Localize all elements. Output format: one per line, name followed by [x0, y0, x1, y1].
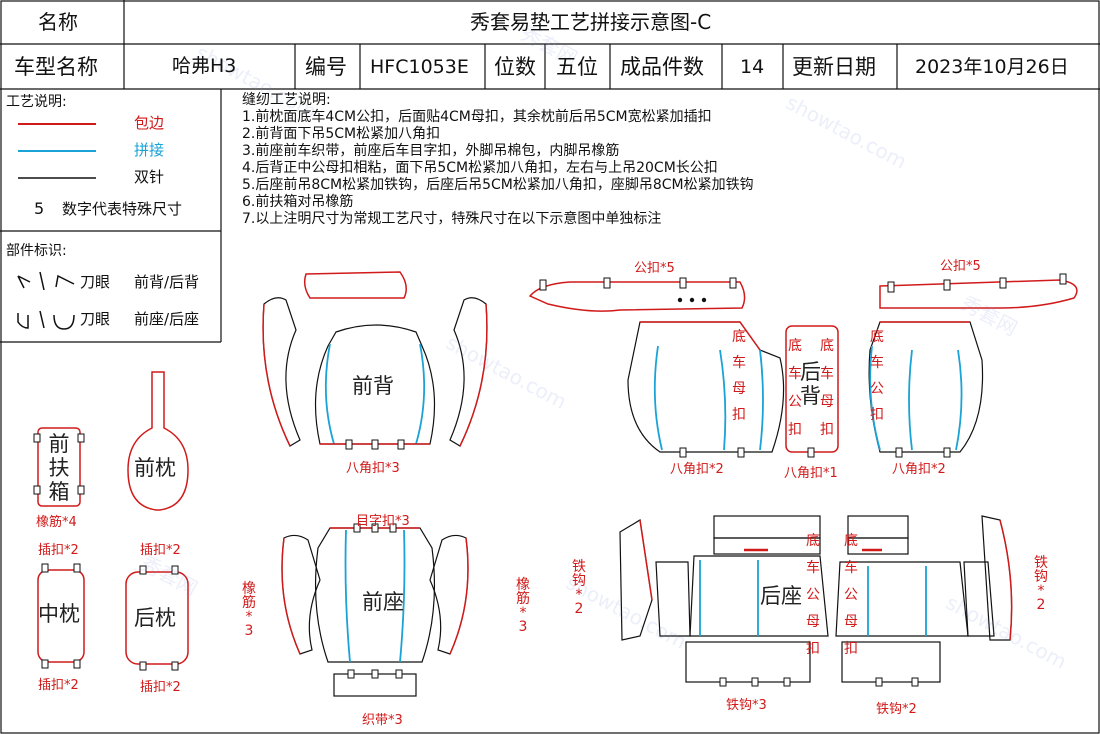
- rear-back-top-strips: [528, 273, 1078, 312]
- sewing-line-6: 6.前扶箱对吊橡筋: [242, 194, 354, 210]
- front-back-label: 前背: [352, 374, 394, 398]
- parts-title: 部件标识:: [6, 243, 67, 259]
- sewing-line-2: 2.前背面下吊5CM松紧加八角扣: [242, 126, 441, 142]
- rear-headrest-piece: [125, 565, 189, 671]
- front-armrest-label: 前扶箱: [48, 432, 70, 504]
- iron-hook-bottom-left-note: 铁钩*3: [726, 698, 767, 713]
- rear-seat-right-piece: [835, 515, 1013, 687]
- knife-mark-icons: [17, 271, 75, 330]
- rear-headrest-label: 后枕: [134, 606, 176, 630]
- legend-edge-label: 包边: [134, 114, 165, 132]
- model-label: 车型名称: [14, 55, 98, 79]
- count-label: 成品件数: [620, 55, 704, 79]
- parts-knife-label: 刀眼: [80, 310, 111, 328]
- front-armrest-piece: [33, 427, 85, 507]
- insert-buckle-label: 插扣*2: [38, 678, 79, 693]
- date-label: 更新日期: [792, 55, 876, 79]
- sewing-line-1: 1.前枕面底车4CM公扣，后面贴4CM母扣，其余枕前后吊5CM宽松紧加插扣: [242, 109, 712, 125]
- parts-back-desc: 前背/后背: [134, 273, 200, 291]
- legend-title: 工艺说明:: [6, 94, 67, 110]
- count-value: 14: [740, 56, 765, 78]
- legend-double-label: 双针: [134, 168, 165, 186]
- rear-back-mid-note: 八角扣*1: [784, 466, 838, 481]
- rear-back-label: 后背: [800, 360, 821, 408]
- front-seat-top-note: 目字扣*3: [356, 514, 410, 529]
- front-headrest-piece: [127, 371, 189, 511]
- rear-back-left-vertical: 底车母扣: [732, 329, 746, 423]
- rear-back-left-piece: [627, 321, 785, 458]
- rear-back-right-note: 八角扣*2: [892, 462, 946, 477]
- front-seat-label: 前座: [362, 590, 404, 614]
- sewing-line-4: 4.后背正中公母扣相粘，面下吊5CM松紧加八角扣，左右与上吊20CM长公扣: [242, 160, 718, 176]
- legend-seam-label: 拼接: [134, 141, 165, 159]
- legend-lines: [18, 123, 96, 179]
- parts-knife-label: 刀眼: [80, 273, 111, 291]
- rear-back-left-note: 八角扣*2: [670, 462, 724, 477]
- iron-hook-bottom-right-note: 铁钩*2: [876, 702, 917, 717]
- sewing-title: 缝纫工艺说明:: [242, 92, 331, 108]
- rear-back-right-piece: [868, 321, 984, 458]
- front-seat-bottom-note: 织带*3: [362, 713, 403, 728]
- middle-headrest-label: 中枕: [38, 602, 80, 626]
- sewing-line-7: 7.以上注明尺寸为常规工艺尺寸，特殊尺寸在以下示意图中单独标注: [242, 211, 662, 227]
- date-value: 2023年10月26日: [915, 56, 1069, 78]
- male-buckle-left-note: 公扣*5: [634, 261, 675, 276]
- rear-seat-label: 后座: [760, 584, 802, 608]
- insert-buckle-label: 插扣*2: [38, 543, 79, 558]
- middle-headrest-piece: [37, 563, 85, 669]
- insert-buckle-label: 插扣*2: [140, 680, 181, 695]
- front-back-piece: [262, 271, 488, 450]
- rear-seat-left-piece: [619, 515, 829, 687]
- rear-back-mid-right-vertical: 底车母扣: [820, 338, 834, 438]
- rear-seat-left-vertical: 底车公母扣: [806, 533, 820, 657]
- legend-number-desc: 数字代表特殊尺寸: [62, 200, 183, 218]
- code-value: HFC1053E: [370, 56, 469, 78]
- rear-seat-right-vertical: 底车公母扣: [844, 533, 858, 657]
- parts-seat-desc: 前座/后座: [134, 310, 200, 328]
- sewing-line-5: 5.后座前吊8CM松紧加铁钩，后座后吊5CM松紧加八角扣，座脚吊8CM松紧加铁钩: [242, 177, 754, 193]
- rubber-right-note: 橡筋*3: [516, 577, 530, 635]
- male-buckle-right-note: 公扣*5: [940, 259, 981, 274]
- front-headrest-label: 前枕: [134, 456, 176, 480]
- front-armrest-note: 橡筋*4: [36, 515, 77, 530]
- rear-back-right-vertical: 底车公扣: [870, 329, 884, 423]
- name-label: 名称: [38, 10, 78, 34]
- rear-back-middle-piece: [785, 325, 839, 458]
- seats-value: 五位: [556, 55, 598, 79]
- insert-buckle-label: 插扣*2: [140, 543, 181, 558]
- iron-hook-right-note: 铁钩*2: [1034, 555, 1048, 613]
- page-title: 秀套易垫工艺拼接示意图-C: [470, 10, 712, 34]
- model-value: 哈弗H3: [172, 55, 237, 77]
- sewing-line-3: 3.前座前车织带，前座后车目字扣，外脚吊棉包，内脚吊橡筋: [242, 143, 620, 159]
- rubber-left-note: 橡筋*3: [242, 581, 256, 639]
- front-back-note: 八角扣*3: [346, 461, 400, 476]
- legend-number-sample: 5: [34, 199, 45, 218]
- front-seat-piece: [281, 523, 469, 697]
- code-label: 编号: [305, 55, 347, 79]
- seats-label: 位数: [494, 55, 536, 79]
- iron-hook-left-note: 铁钩*2: [572, 559, 586, 617]
- rear-back-mid-left-vertical: 底车公扣: [788, 338, 802, 438]
